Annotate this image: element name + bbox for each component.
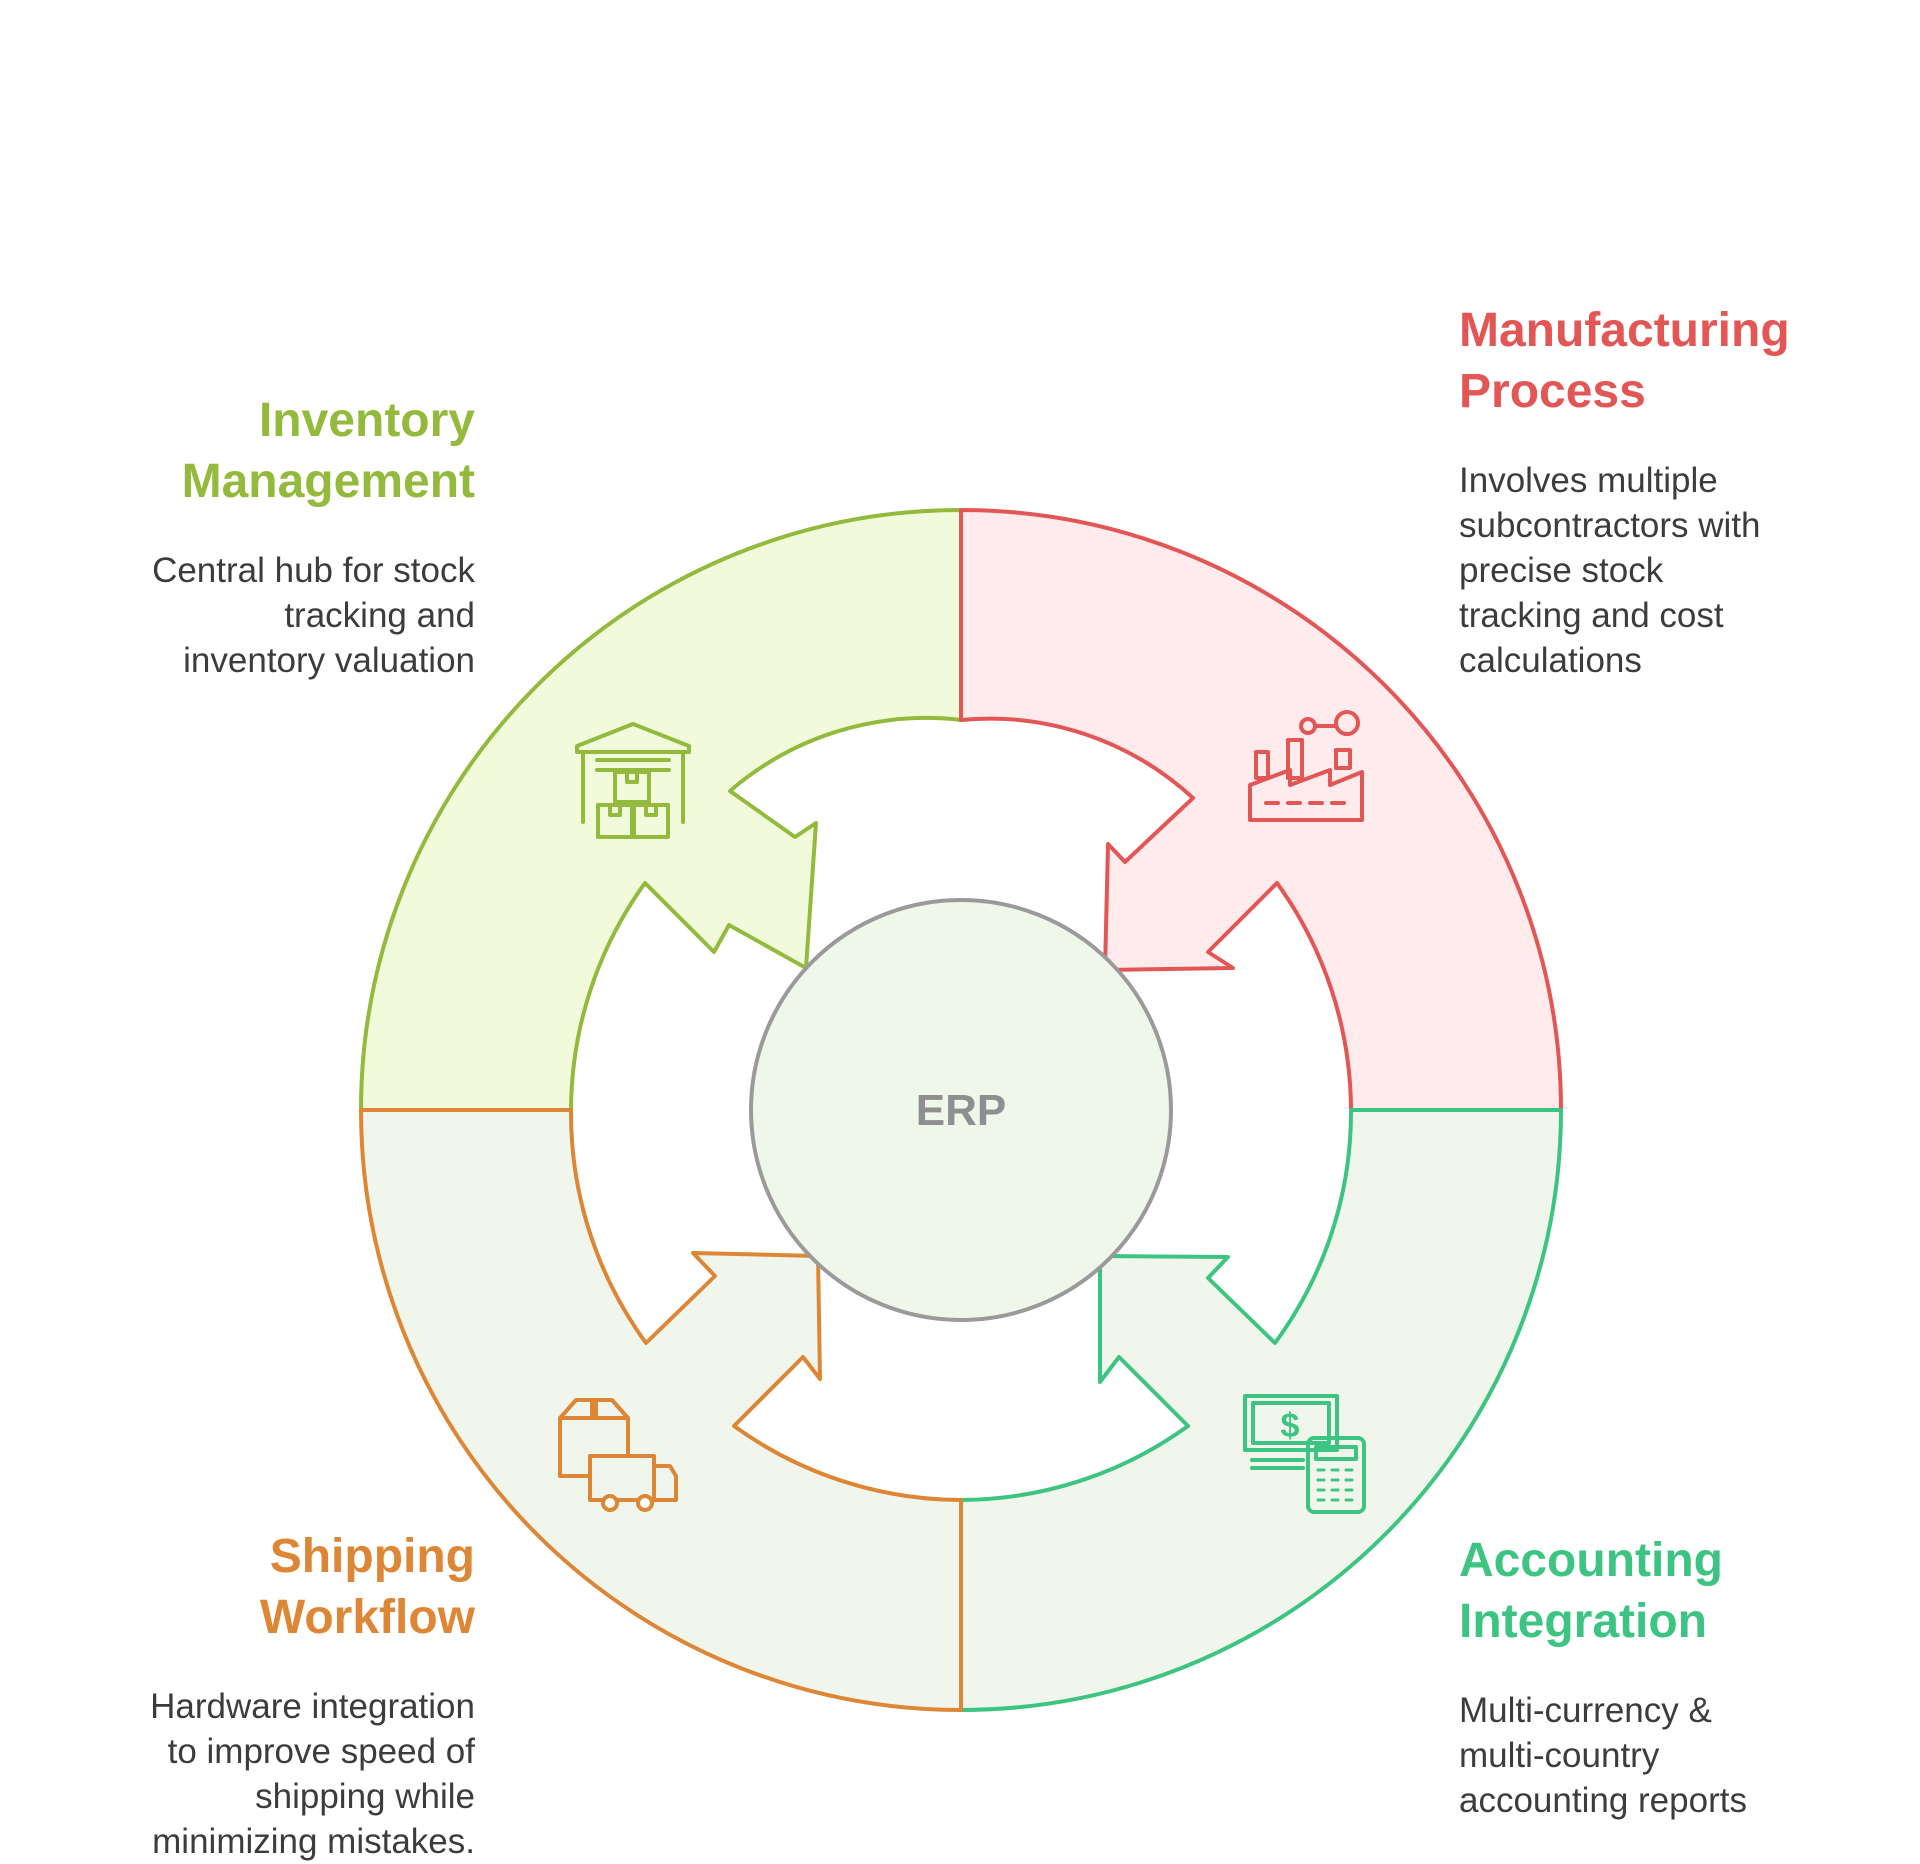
inventory-title: Inventory Management — [181, 394, 475, 508]
segment-shipping — [359, 1108, 963, 1712]
accounting-text-block: Accounting Integration Multi-currency & … — [1459, 1530, 1859, 1823]
shipping-title: Shipping Workflow — [259, 1530, 475, 1644]
factory-icon — [1248, 710, 1364, 822]
warehouse-icon — [575, 722, 691, 839]
center-label: ERP — [916, 1086, 1006, 1135]
accounting-title: Accounting Integration — [1459, 1534, 1723, 1648]
delivery-truck-icon — [558, 1398, 678, 1512]
manufacturing-title: Manufacturing Process — [1459, 304, 1790, 418]
money-calculator-icon: $ — [1243, 1394, 1366, 1514]
inventory-text-block: Inventory Management Central hub for sto… — [95, 390, 475, 683]
segment-manufacturing — [959, 508, 1563, 1112]
inventory-description: Central hub for stock tracking and inven… — [152, 551, 475, 680]
shipping-text-block: Shipping Workflow Hardware integration t… — [95, 1526, 475, 1864]
svg-text:$: $ — [1281, 1407, 1300, 1445]
manufacturing-description: Involves multiple subcontractors with pr… — [1459, 461, 1761, 680]
shipping-description: Hardware integration to improve speed of… — [150, 1687, 475, 1861]
accounting-description: Multi-currency & multi-country accountin… — [1459, 1691, 1747, 1820]
segment-accounting — [959, 1108, 1563, 1712]
center-circle — [749, 898, 1173, 1322]
segment-inventory — [359, 508, 963, 1112]
manufacturing-text-block: Manufacturing Process Involves multiple … — [1459, 300, 1859, 683]
